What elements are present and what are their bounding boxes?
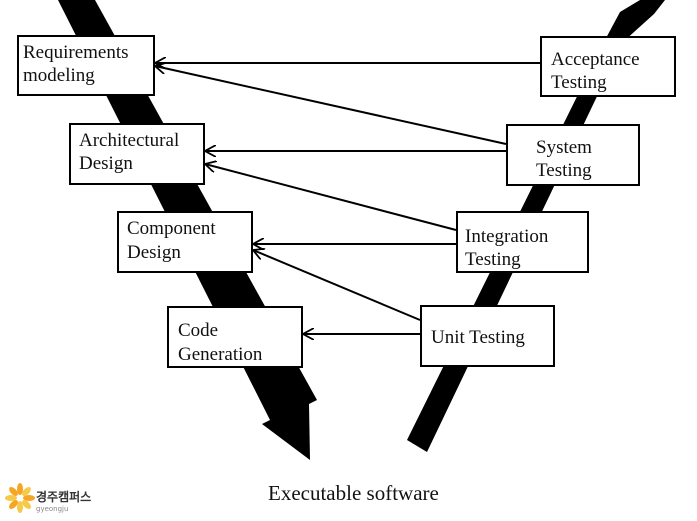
logo-text: 경주캠퍼스 xyxy=(36,489,91,504)
connector-system-to-requirements xyxy=(155,66,507,145)
logo-subtext: gyeongju xyxy=(36,505,68,513)
integration-testing-box: Integration Testing xyxy=(456,211,589,273)
box-line: Architectural xyxy=(79,130,179,151)
connector-unit-to-component xyxy=(253,250,421,321)
box-line: Integration xyxy=(465,226,549,247)
box-line: Testing xyxy=(536,160,592,181)
box-line: Code xyxy=(178,320,218,341)
unit-testing-box: Unit Testing xyxy=(420,305,555,367)
campus-logo: 경주캠퍼스 gyeongju xyxy=(5,483,91,513)
flower-icon xyxy=(5,483,35,513)
box-line: Testing xyxy=(551,72,607,93)
system-testing-box: System Testing xyxy=(506,124,640,186)
box-line: Testing xyxy=(465,249,521,270)
acceptance-testing-box: Acceptance Testing xyxy=(540,36,676,97)
requirements-modeling-box: Requirements modeling xyxy=(17,35,155,96)
box-line: Component xyxy=(127,218,216,239)
component-design-box: Component Design xyxy=(117,211,253,273)
box-line: Requirements xyxy=(23,42,129,63)
code-generation-box: Code Generation xyxy=(167,306,303,368)
connector-integration-to-architectural xyxy=(205,164,457,231)
box-line: Design xyxy=(79,153,133,174)
box-line: Acceptance xyxy=(551,49,640,70)
box-line: Generation xyxy=(178,344,263,365)
executable-software-caption: Executable software xyxy=(268,481,439,505)
box-line: modeling xyxy=(23,65,95,86)
box-line: Unit Testing xyxy=(431,327,525,348)
architectural-design-box: Architectural Design xyxy=(69,123,205,185)
box-line: Design xyxy=(127,242,181,263)
box-line: System xyxy=(536,137,592,158)
